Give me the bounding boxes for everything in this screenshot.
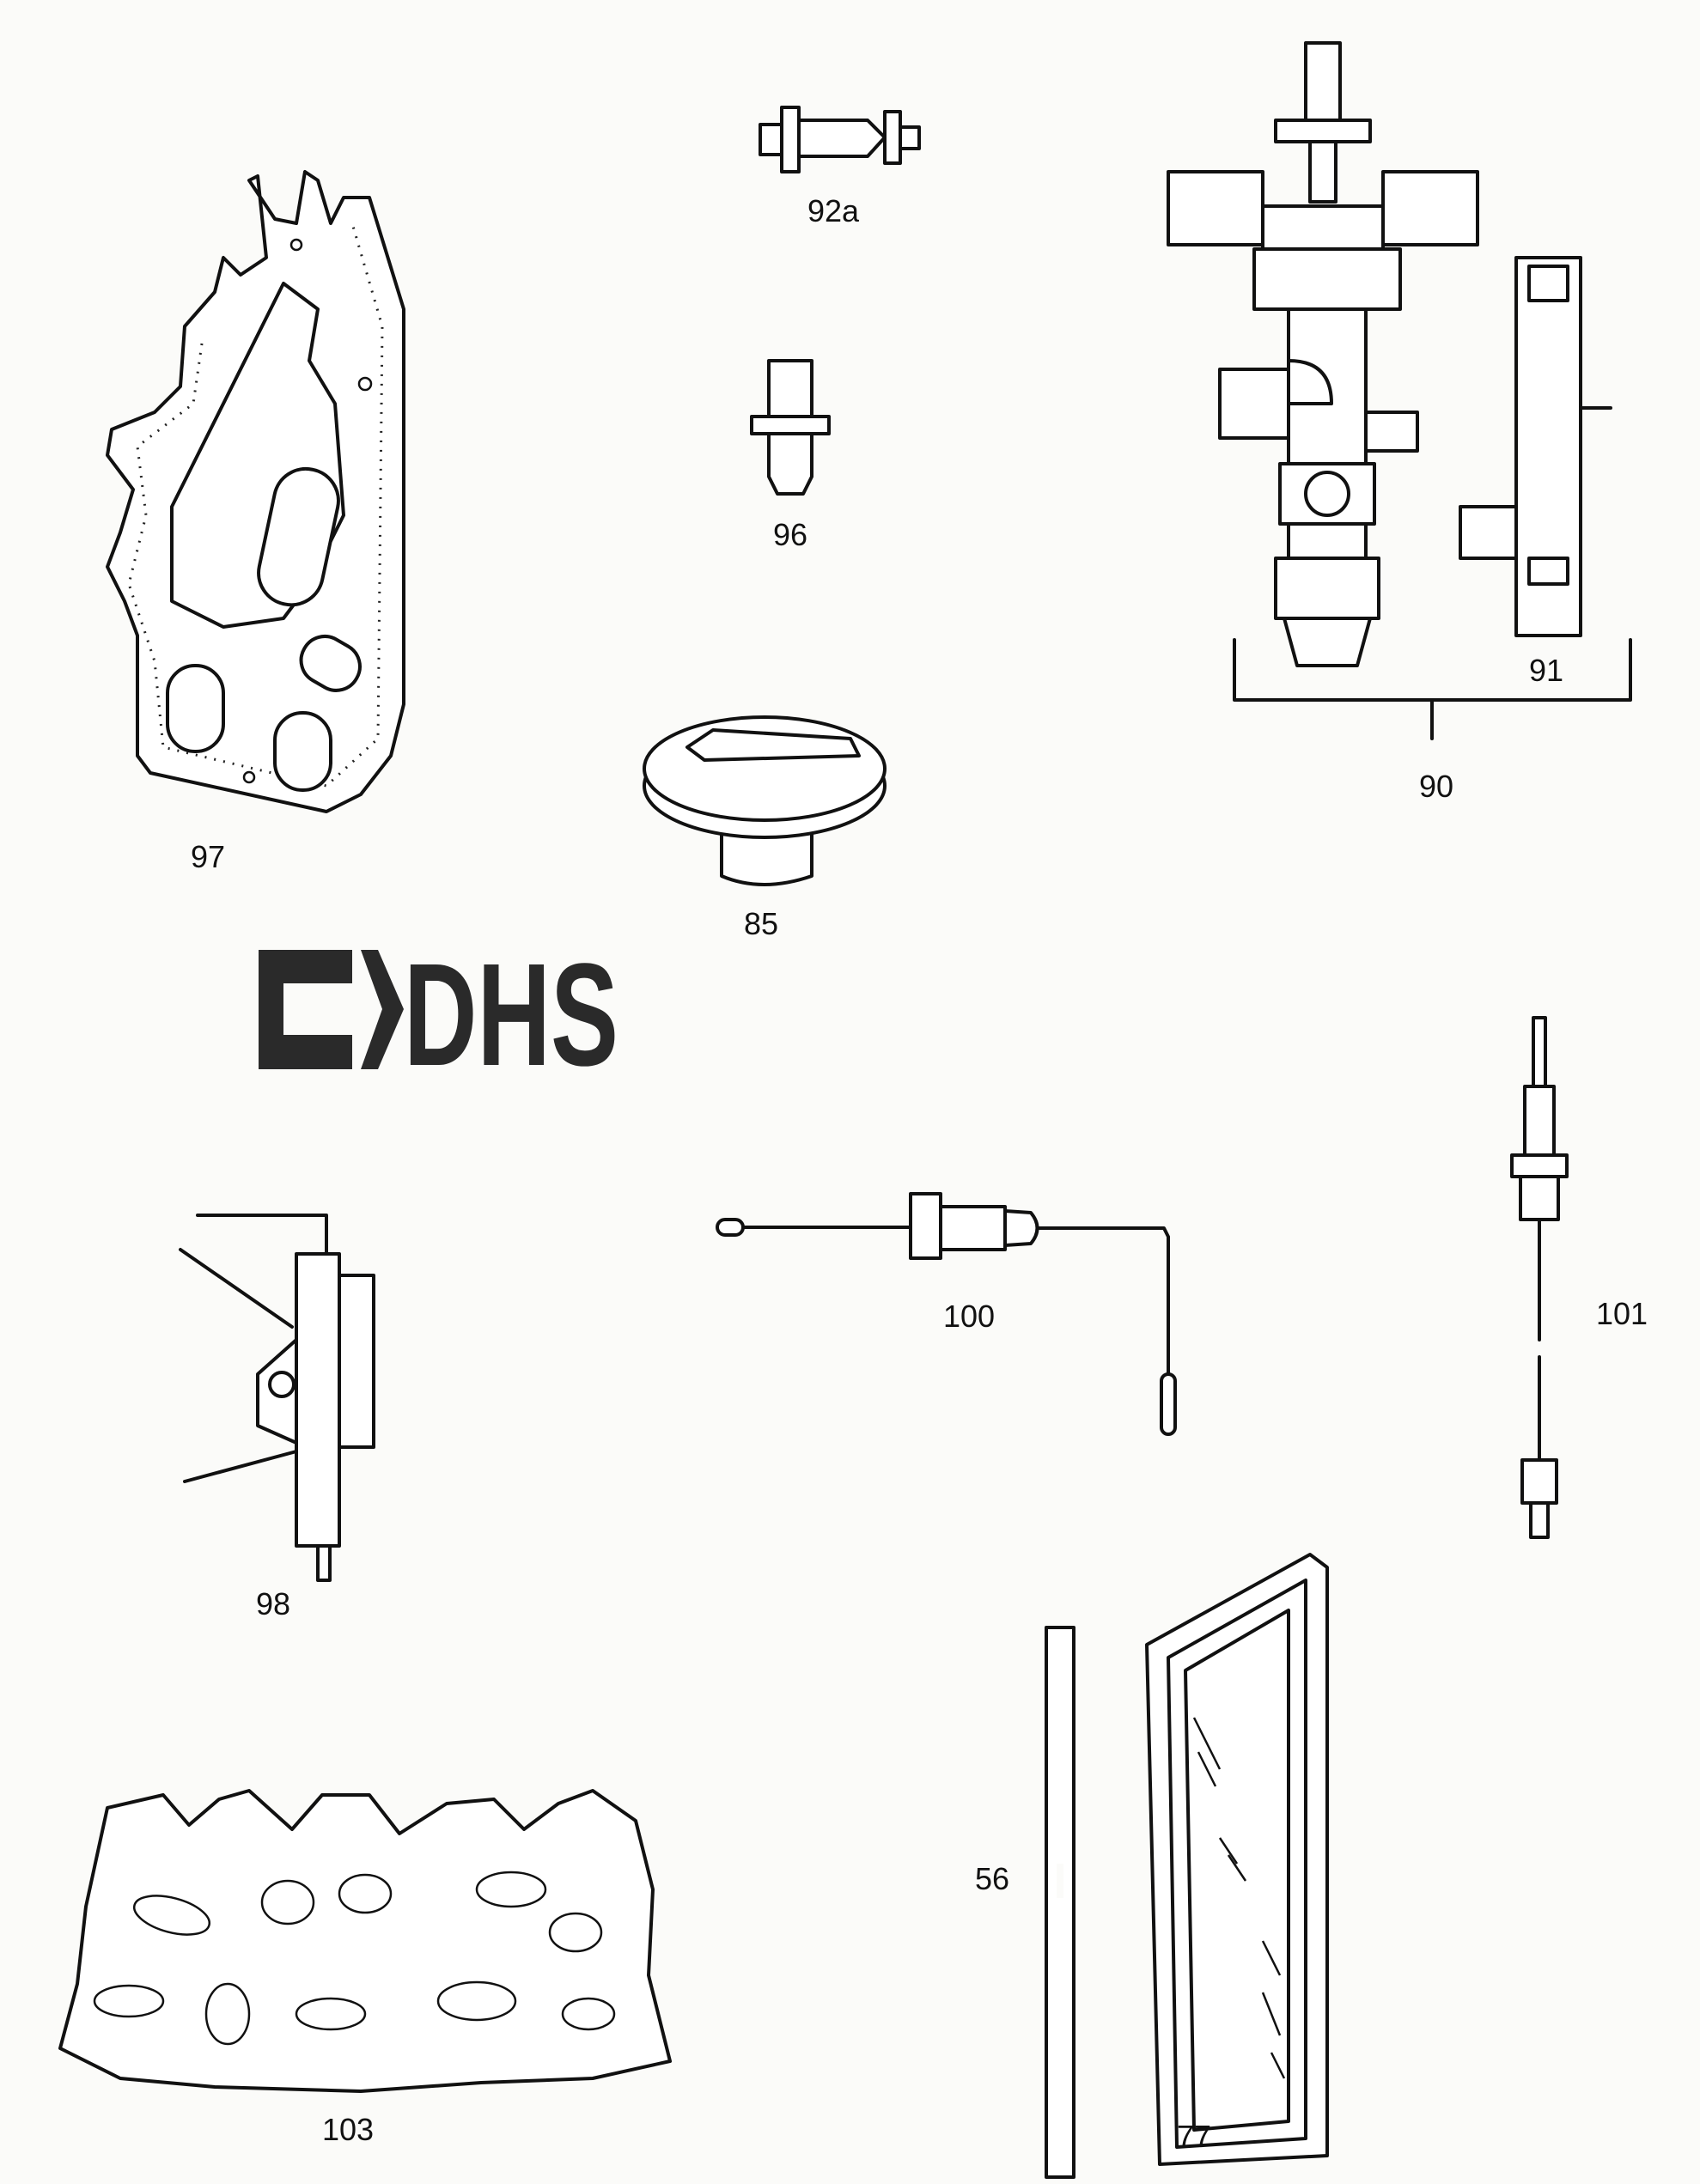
label-85: 85 (744, 906, 778, 941)
label-92a: 92a (807, 193, 860, 228)
dhs-logo: DHS (259, 934, 618, 1097)
label-91: 91 (1529, 653, 1563, 688)
part-101-electrode (1510, 1016, 1569, 1539)
label-103: 103 (322, 2112, 374, 2147)
part-92a-connector (759, 106, 921, 173)
part-91-module (1459, 256, 1612, 637)
part-103-ember-bed (58, 1789, 672, 2093)
part-96-fitting (750, 359, 831, 496)
label-98: 98 (256, 1586, 290, 1621)
part-97-gasket (106, 170, 405, 813)
part-100-thermocouple (716, 1192, 1177, 1436)
label-77: 77 (1177, 2119, 1211, 2154)
label-101: 101 (1596, 1296, 1648, 1331)
part-90-gas-valve (1167, 41, 1632, 740)
label-100: 100 (943, 1299, 995, 1334)
label-90: 90 (1419, 769, 1453, 804)
part-98-ignition-electrode (179, 1214, 375, 1582)
dhs-logo-text: DHS (404, 934, 618, 1097)
label-56: 56 (975, 1861, 1009, 1896)
part-85-knob (643, 715, 887, 886)
label-97: 97 (191, 839, 225, 874)
label-96: 96 (773, 517, 807, 552)
part-77-glass-panel (1145, 1553, 1329, 2166)
part-56-seal-strip (1045, 1626, 1075, 2179)
